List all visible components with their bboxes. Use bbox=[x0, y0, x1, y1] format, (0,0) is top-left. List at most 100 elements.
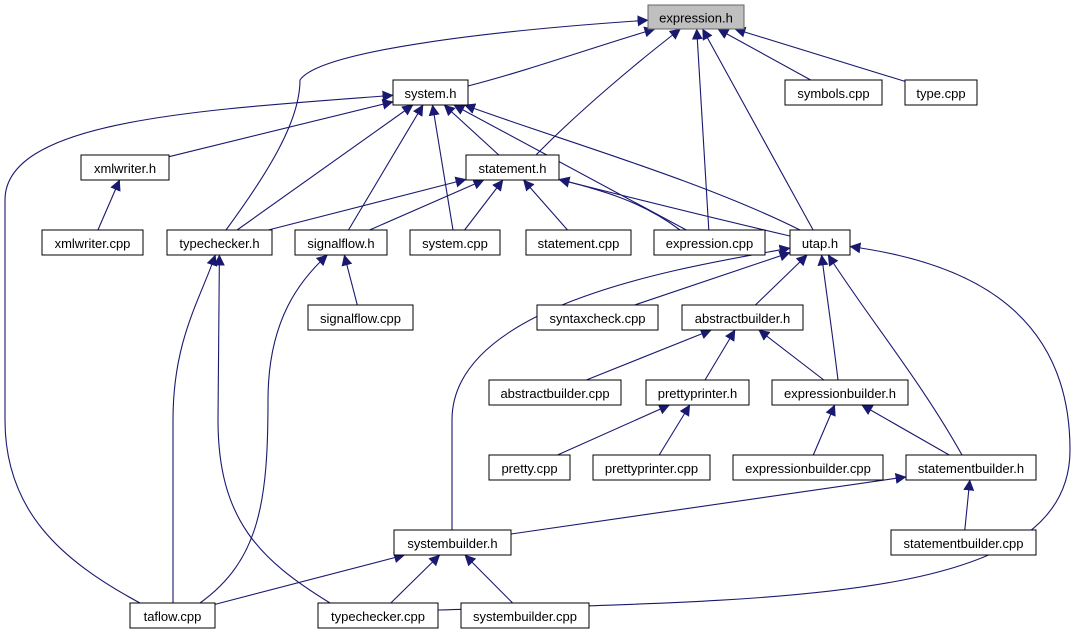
node-system-cpp[interactable]: system.cpp bbox=[409, 229, 501, 256]
node-box bbox=[784, 79, 883, 106]
node-box bbox=[294, 229, 388, 256]
node-box bbox=[904, 79, 978, 106]
node-box bbox=[645, 379, 750, 406]
node-label: prettyprinter.cpp bbox=[605, 461, 698, 476]
node-pretty-cpp[interactable]: pretty.cpp bbox=[488, 454, 571, 481]
edge-typechecker-cpp-to-systembuilder-h bbox=[390, 554, 441, 604]
node-expression-cpp[interactable]: expression.cpp bbox=[653, 229, 766, 256]
node-box bbox=[465, 154, 560, 181]
edge-systembuilder-h-to-utap-h bbox=[451, 244, 791, 530]
node-box bbox=[392, 79, 469, 106]
node-statement-cpp[interactable]: statement.cpp bbox=[525, 229, 632, 256]
edge-type-cpp-to-expression-h bbox=[734, 26, 906, 82]
edge-system-cpp-to-statement-h bbox=[464, 179, 504, 231]
edge-pretty-cpp-to-prettyprinter-h bbox=[557, 404, 671, 456]
edge-expressionbuilder-cpp-to-expressionbuilder-h bbox=[812, 404, 836, 456]
node-signalflow-cpp[interactable]: signalflow.cpp bbox=[307, 304, 414, 331]
node-box bbox=[41, 229, 144, 256]
node-typechecker-h[interactable]: typechecker.h bbox=[166, 229, 273, 256]
node-statementbuilder-h[interactable]: statementbuilder.h bbox=[905, 454, 1037, 481]
edge-typechecker-h-to-statement-h bbox=[268, 176, 467, 231]
node-prettyprinter-h[interactable]: prettyprinter.h bbox=[645, 379, 750, 406]
node-expressionbuilder-h[interactable]: expressionbuilder.h bbox=[771, 379, 909, 406]
edge-signalflow-h-to-statement-h bbox=[369, 179, 485, 231]
node-box bbox=[653, 229, 766, 256]
edge-typechecker-h-to-expression-h bbox=[225, 15, 649, 231]
edge-syntaxcheck-cpp-to-utap-h bbox=[634, 250, 791, 306]
edge-statement-cpp-to-statement-h bbox=[523, 179, 568, 231]
node-label: xmlwriter.cpp bbox=[55, 236, 131, 251]
node-label: statement.cpp bbox=[538, 236, 620, 251]
node-box bbox=[80, 154, 170, 181]
node-box bbox=[905, 454, 1037, 481]
edge-statementbuilder-h-to-utap-h bbox=[827, 254, 963, 456]
edge-typechecker-cpp-to-typechecker-h bbox=[213, 254, 331, 604]
node-label: systembuilder.cpp bbox=[473, 609, 577, 624]
node-expressionbuilder-cpp[interactable]: expressionbuilder.cpp bbox=[732, 454, 884, 481]
edge-typechecker-h-to-system-h bbox=[236, 104, 414, 231]
node-abstractbuilder-h[interactable]: abstractbuilder.h bbox=[681, 304, 804, 331]
node-label: prettyprinter.h bbox=[658, 386, 738, 401]
edge-signalflow-h-to-system-h bbox=[348, 104, 424, 231]
edge-abstractbuilder-cpp-to-abstractbuilder-h bbox=[586, 328, 712, 381]
node-signalflow-h[interactable]: signalflow.h bbox=[294, 229, 388, 256]
node-box bbox=[307, 304, 414, 331]
node-label: signalflow.cpp bbox=[320, 311, 401, 326]
edge-taflow-cpp-to-system-h bbox=[4, 90, 394, 604]
node-label: expression.h bbox=[659, 11, 733, 26]
node-expression-h[interactable]: expression.h bbox=[647, 4, 745, 30]
node-label: statementbuilder.h bbox=[918, 461, 1024, 476]
node-symbols-cpp[interactable]: symbols.cpp bbox=[784, 79, 883, 106]
node-type-cpp[interactable]: type.cpp bbox=[904, 79, 978, 106]
node-typechecker-cpp[interactable]: typechecker.cpp bbox=[317, 602, 439, 629]
node-system-h[interactable]: system.h bbox=[392, 79, 469, 106]
node-label: signalflow.h bbox=[307, 236, 374, 251]
node-label: expressionbuilder.cpp bbox=[745, 461, 871, 476]
edge-systembuilder-h-to-statementbuilder-h bbox=[510, 472, 907, 535]
node-box bbox=[647, 4, 745, 30]
node-box bbox=[525, 229, 632, 256]
edge-xmlwriter-cpp-to-xmlwriter-h bbox=[97, 179, 121, 231]
edge-expressionbuilder-h-to-utap-h bbox=[817, 254, 839, 381]
node-label: abstractbuilder.cpp bbox=[500, 386, 609, 401]
node-utap-h[interactable]: utap.h bbox=[789, 229, 851, 256]
edge-system-h-to-expression-h bbox=[467, 26, 656, 87]
node-box bbox=[681, 304, 804, 331]
node-label: system.cpp bbox=[422, 236, 488, 251]
edge-signalflow-cpp-to-signalflow-h bbox=[341, 254, 358, 306]
node-prettyprinter-cpp[interactable]: prettyprinter.cpp bbox=[592, 454, 711, 481]
node-box bbox=[536, 304, 659, 331]
node-box bbox=[409, 229, 501, 256]
node-label: system.h bbox=[404, 86, 456, 101]
node-label: syntaxcheck.cpp bbox=[549, 311, 645, 326]
edge-utap-h-to-expression-h bbox=[702, 28, 814, 231]
node-box bbox=[129, 602, 216, 629]
node-label: pretty.cpp bbox=[501, 461, 557, 476]
edge-taflow-cpp-to-systembuilder-h bbox=[214, 552, 406, 605]
edge-symbols-cpp-to-expression-h bbox=[717, 28, 811, 81]
edge-taflow-cpp-to-signalflow-h bbox=[199, 254, 328, 604]
node-box bbox=[771, 379, 909, 406]
node-label: type.cpp bbox=[916, 86, 965, 101]
edge-expressionbuilder-h-to-abstractbuilder-h bbox=[758, 329, 825, 381]
node-syntaxcheck-cpp[interactable]: syntaxcheck.cpp bbox=[536, 304, 659, 331]
node-taflow-cpp[interactable]: taflow.cpp bbox=[129, 602, 216, 629]
node-systembuilder-cpp[interactable]: systembuilder.cpp bbox=[460, 602, 590, 629]
edge-statement-h-to-expression-h bbox=[535, 28, 681, 156]
node-statement-h[interactable]: statement.h bbox=[465, 154, 560, 181]
node-label: abstractbuilder.h bbox=[695, 311, 790, 326]
node-box bbox=[592, 454, 711, 481]
node-systembuilder-h[interactable]: systembuilder.h bbox=[393, 529, 512, 556]
edge-statementbuilder-h-to-expressionbuilder-h bbox=[861, 404, 950, 456]
node-box bbox=[317, 602, 439, 629]
edge-taflow-cpp-to-typechecker-h bbox=[172, 254, 218, 603]
edge-utap-h-to-statement-h bbox=[558, 176, 791, 237]
node-xmlwriter-cpp[interactable]: xmlwriter.cpp bbox=[41, 229, 144, 256]
node-statementbuilder-cpp[interactable]: statementbuilder.cpp bbox=[890, 529, 1037, 556]
edge-utap-h-to-system-h bbox=[464, 103, 801, 231]
node-abstractbuilder-cpp[interactable]: abstractbuilder.cpp bbox=[488, 379, 622, 406]
node-box bbox=[393, 529, 512, 556]
node-xmlwriter-h[interactable]: xmlwriter.h bbox=[80, 154, 170, 181]
edge-layer bbox=[4, 15, 1071, 611]
